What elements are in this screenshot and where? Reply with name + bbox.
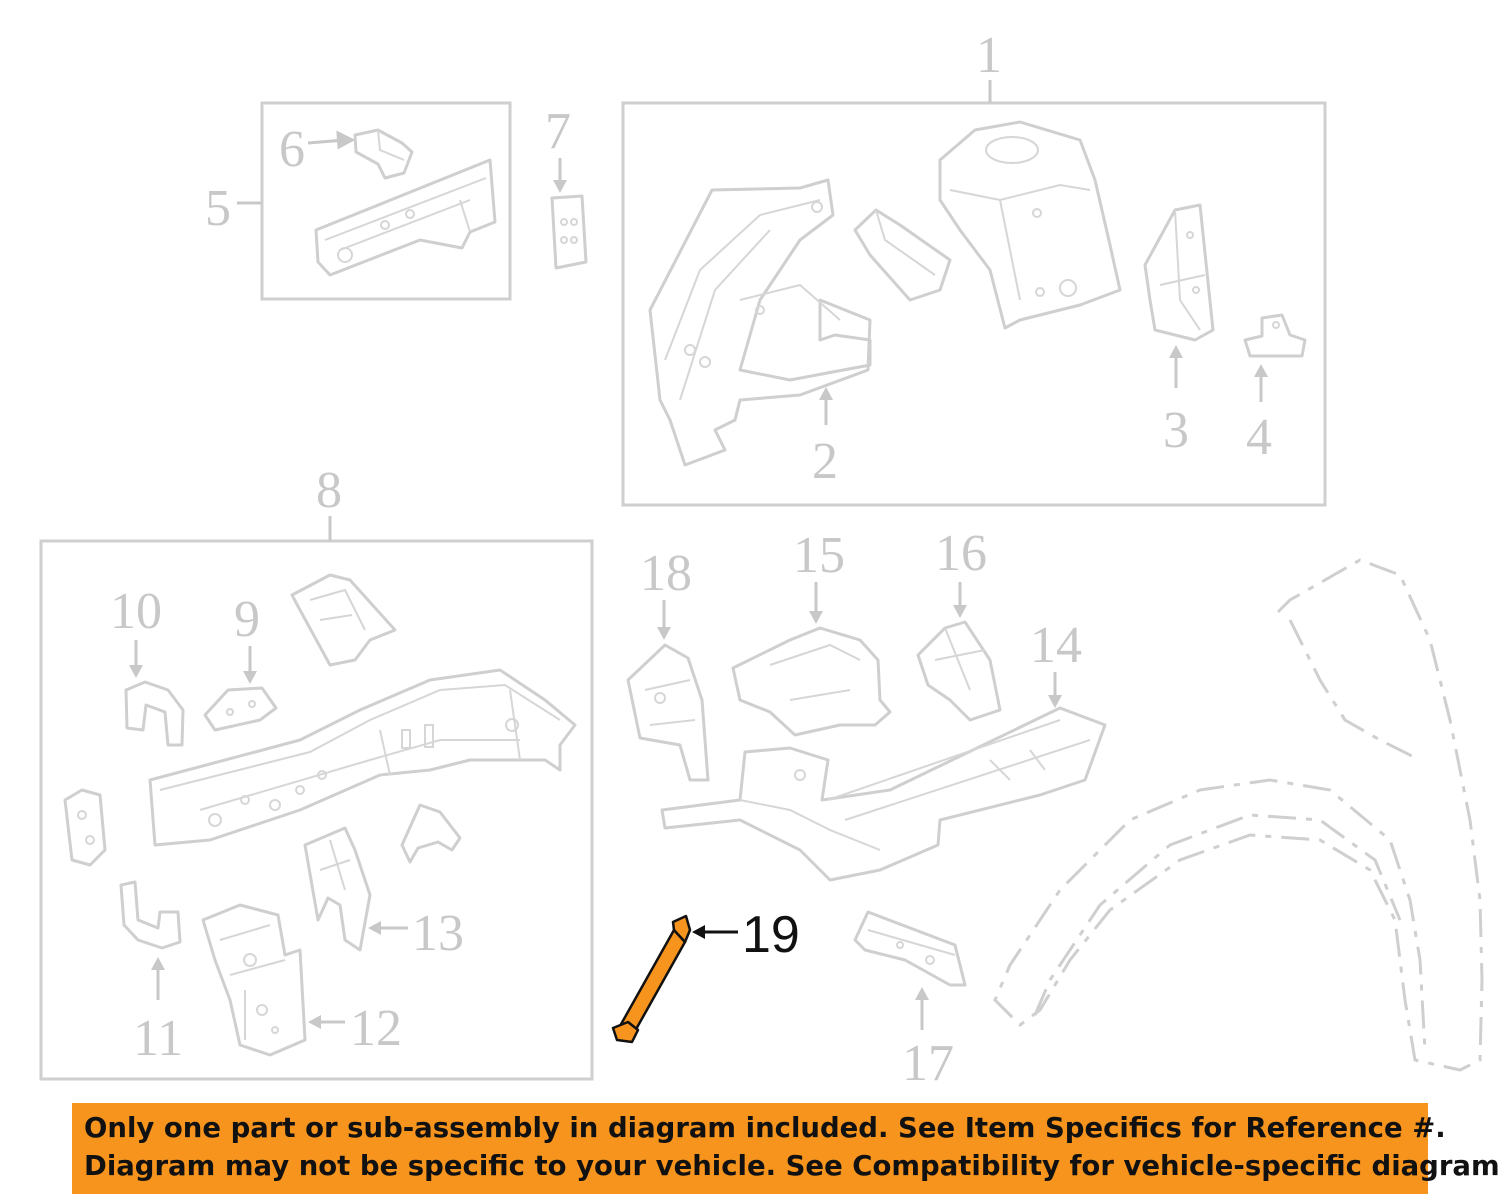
callout-16: 16 (935, 525, 987, 582)
part-2-wheelhouse (648, 178, 872, 467)
callout-5: 5 (205, 180, 231, 237)
callout-4: 4 (1246, 409, 1272, 466)
part-19-brace-highlighted[interactable] (611, 914, 692, 1044)
callout-13: 13 (412, 905, 464, 962)
group-box-8 (39, 539, 594, 1081)
group-box-1 (621, 101, 1327, 507)
part-8-frame-rail (148, 668, 577, 847)
callout-2: 2 (812, 433, 838, 490)
disclaimer-line-1: Only one part or sub-assembly in diagram… (84, 1112, 1446, 1144)
part-4-clip (1243, 313, 1307, 358)
fender-outline (993, 558, 1484, 1072)
callout-8: 8 (316, 462, 342, 519)
part-11-bracket (119, 880, 182, 950)
callout-1: 1 (976, 27, 1002, 84)
part-1-gusset (853, 208, 952, 302)
callout-17: 17 (902, 1035, 954, 1092)
callout-18: 18 (640, 545, 692, 602)
part-6-bracket (353, 128, 414, 180)
part-8-plate-left (63, 788, 107, 867)
group-box-5 (260, 101, 512, 301)
part-18-bracket (626, 643, 710, 782)
callout-7: 7 (545, 103, 571, 160)
callout-19: 19 (742, 906, 800, 964)
callout-11: 11 (133, 1010, 183, 1067)
part-16-bracket (916, 620, 1002, 722)
disclaimer-banner: Only one part or sub-assembly in diagram… (72, 1103, 1500, 1194)
callout-14: 14 (1030, 617, 1082, 674)
part-3-bracket (1143, 203, 1215, 342)
callout-6: 6 (279, 121, 305, 178)
part-17-bracket (853, 910, 967, 987)
disclaimer-line-2: Diagram may not be specific to your vehi… (84, 1150, 1500, 1182)
part-8-upper-bracket (290, 573, 397, 667)
part-1-strut-tower (938, 120, 1122, 330)
part-8-small-bracket (400, 803, 462, 864)
part-5-rail (314, 158, 497, 277)
part-10-bracket (124, 680, 185, 747)
callout-3: 3 (1163, 402, 1189, 459)
callout-9: 9 (234, 591, 260, 648)
callout-15: 15 (793, 527, 845, 584)
callout-10: 10 (110, 583, 162, 640)
part-13-brace (303, 826, 372, 952)
callout-12: 12 (350, 1000, 402, 1057)
part-7-plate (550, 194, 588, 270)
part-14-frame-rail (660, 706, 1107, 882)
part-9-plate (203, 686, 278, 732)
part-15-bracket (731, 626, 892, 737)
part-12-brace (201, 903, 307, 1057)
